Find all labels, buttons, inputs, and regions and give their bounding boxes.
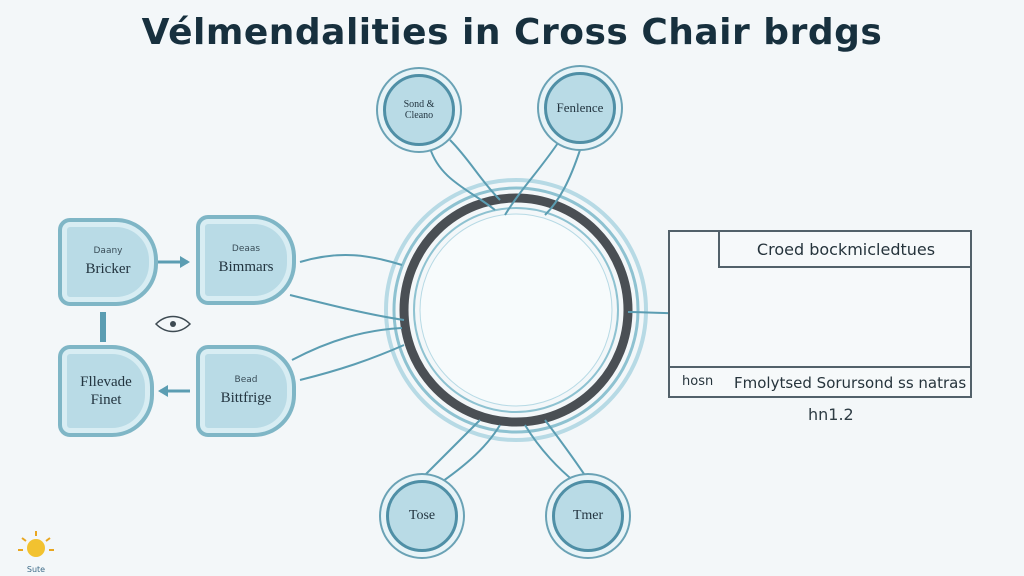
circle-node-tose[interactable]: Tose (386, 480, 458, 552)
circle-node-tmer[interactable]: Tmer (552, 480, 624, 552)
wire-ring-tmer-b (544, 419, 589, 481)
node-finet-label: Fllevade Finet (80, 374, 132, 408)
node-bricker[interactable]: Daany Bricker (58, 218, 158, 306)
ring-halo-outer (384, 178, 648, 442)
circle-node-tmer-label: Tmer (572, 508, 604, 523)
node-bimmars-small: Deaas (231, 244, 261, 254)
wire-bittfrige-ring-a (291, 327, 403, 361)
arrow-head-right (180, 256, 190, 268)
node-bimmars[interactable]: Deaas Bimmars (196, 215, 296, 305)
panel-footer-tag: hosn (682, 374, 714, 389)
panel-header: Croed bockmicledtues (718, 232, 972, 268)
wire-bimmars-ring-b (289, 294, 405, 321)
panel-footer: hosn Fmolytsed Sorursond ss natras (670, 366, 970, 398)
diagram-title: Vélmendalities in Cross Chair brdgs (141, 12, 883, 53)
sun-logo-icon: Sute (18, 531, 54, 574)
eye-icon (154, 315, 192, 333)
wire-sond-ring-b (449, 139, 501, 201)
panel-footer-text: Fmolytsed Sorursond ss natras (734, 374, 967, 392)
wire-fenlence-ring-b (544, 149, 581, 216)
node-bittfrige-label: Bittfrige (220, 390, 272, 406)
circle-node-tose-label: Tose (408, 508, 436, 523)
wire-ring-tmer-a (524, 424, 576, 483)
wire-bittfrige-ring-b (299, 344, 405, 381)
wire-fenlence-ring-a (504, 139, 561, 216)
info-panel: Croed bockmicledtues hosn Fmolytsed Soru… (668, 230, 972, 398)
version-label: hn1.2 (808, 405, 854, 424)
logo-text: Sute (27, 565, 45, 574)
wire-sond-ring-a (429, 147, 496, 211)
ring-inner (413, 207, 619, 413)
circle-node-fenlence-label: Fenlence (556, 100, 604, 115)
circle-node-sond-label: Sond & Cleano (403, 99, 435, 121)
node-finet[interactable]: Fllevade Finet (58, 345, 154, 437)
node-bricker-label: Bricker (85, 261, 131, 277)
ring-core (419, 213, 613, 407)
node-bittfrige[interactable]: Bead Bittfrige (196, 345, 296, 437)
wire-bimmars-ring-a (299, 254, 403, 266)
arrow-head-left (158, 385, 168, 397)
circle-node-sond[interactable]: Sond & Cleano (383, 74, 455, 146)
node-bittfrige-small: Bead (234, 375, 258, 385)
ring-halo (392, 186, 640, 434)
wire-ring-tose-a (419, 419, 481, 481)
node-bricker-small: Daany (93, 246, 123, 256)
node-bimmars-label: Bimmars (218, 259, 274, 275)
circle-node-fenlence[interactable]: Fenlence (544, 72, 616, 144)
